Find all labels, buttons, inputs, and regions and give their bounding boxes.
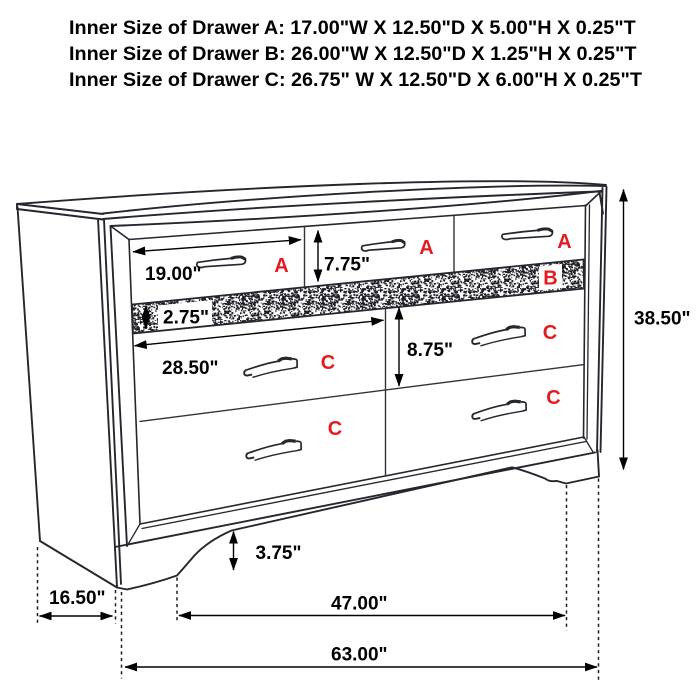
svg-text:63.00": 63.00" [331, 645, 388, 666]
svg-text:C: C [546, 387, 560, 409]
svg-text:C: C [543, 322, 557, 344]
svg-text:C: C [328, 418, 342, 440]
svg-text:7.75": 7.75" [324, 255, 370, 276]
svg-text:16.50": 16.50" [49, 588, 106, 609]
svg-text:Inner Size of Drawer B: 26.00": Inner Size of Drawer B: 26.00"W X 12.50"… [69, 43, 636, 65]
svg-text:A: A [419, 237, 433, 259]
svg-text:B: B [543, 268, 557, 290]
svg-text:38.50": 38.50" [634, 309, 691, 330]
svg-text:8.75": 8.75" [407, 340, 453, 361]
svg-text:3.75": 3.75" [256, 543, 302, 564]
svg-text:2.75": 2.75" [163, 308, 209, 329]
svg-text:47.00": 47.00" [331, 594, 388, 615]
svg-text:A: A [557, 231, 571, 253]
svg-text:19.00": 19.00" [145, 264, 202, 285]
svg-text:Inner Size of Drawer C: 26.75": Inner Size of Drawer C: 26.75" W X 12.50… [69, 69, 642, 91]
svg-text:28.50": 28.50" [162, 358, 219, 379]
svg-text:Inner Size of Drawer A: 17.00": Inner Size of Drawer A: 17.00"W X 12.50"… [69, 17, 636, 39]
svg-text:C: C [321, 352, 335, 374]
svg-text:A: A [274, 255, 288, 277]
